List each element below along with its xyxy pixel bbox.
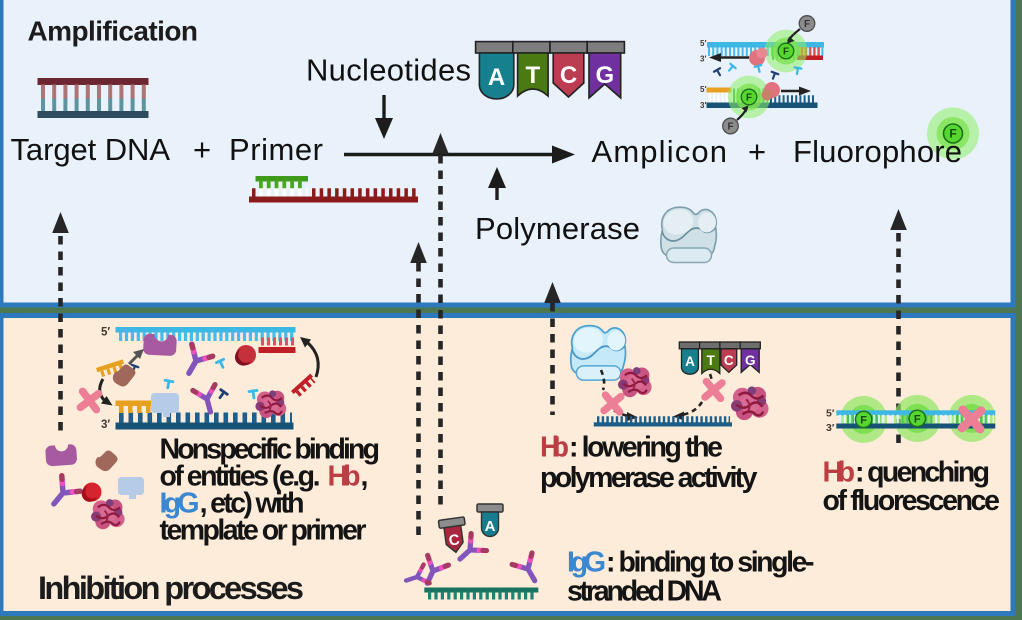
svg-text:Target DNA: Target DNA <box>11 132 171 167</box>
svg-text:+: + <box>193 132 211 167</box>
svg-text:Hb: Hb <box>328 461 361 493</box>
svg-text:3′: 3′ <box>826 422 835 434</box>
svg-text:Amplification: Amplification <box>28 16 199 47</box>
svg-text:A: A <box>685 354 695 369</box>
svg-text:: lowering the: : lowering the <box>569 432 723 464</box>
svg-text:T: T <box>707 353 716 368</box>
svg-text:: binding to single-: : binding to single- <box>606 547 815 579</box>
svg-text:C: C <box>560 62 577 89</box>
svg-text:5′: 5′ <box>826 408 835 420</box>
svg-text:3′: 3′ <box>700 101 706 110</box>
svg-text:stranded DNA: stranded DNA <box>567 576 722 608</box>
svg-text:Hb: Hb <box>540 432 569 464</box>
svg-text:C: C <box>724 353 734 368</box>
svg-text:of fluorescence: of fluorescence <box>823 485 1001 517</box>
svg-text:Polymerase: Polymerase <box>475 211 640 246</box>
svg-text:3′: 3′ <box>700 55 706 64</box>
svg-text:5′: 5′ <box>101 327 110 339</box>
svg-text:+: + <box>748 134 766 169</box>
svg-text:Nonspecific binding: Nonspecific binding <box>160 434 381 466</box>
svg-text:polymerase activity: polymerase activity <box>540 462 758 494</box>
svg-text:5′: 5′ <box>700 39 706 48</box>
svg-text:C: C <box>448 531 461 549</box>
svg-text:template or primer: template or primer <box>160 515 367 547</box>
svg-text:: quenching: : quenching <box>855 457 990 489</box>
svg-text:IgG: IgG <box>160 488 200 520</box>
svg-text:,: , <box>361 461 369 493</box>
svg-text:of entities (e.g.: of entities (e.g. <box>160 461 321 493</box>
svg-text:Primer: Primer <box>229 132 323 167</box>
svg-text:Inhibition processes: Inhibition processes <box>38 570 304 606</box>
svg-text:3′: 3′ <box>101 419 110 431</box>
svg-text:G: G <box>745 353 756 368</box>
svg-text:F: F <box>860 414 867 426</box>
svg-text:5′: 5′ <box>700 85 706 94</box>
svg-text:Hb: Hb <box>823 457 856 489</box>
svg-text:G: G <box>595 62 614 89</box>
svg-text:A: A <box>485 518 496 535</box>
svg-text:Nucleotides: Nucleotides <box>306 53 471 88</box>
svg-text:Fluorophore: Fluorophore <box>793 134 962 169</box>
svg-text:F: F <box>949 127 956 141</box>
svg-text:, etc) with: , etc) with <box>200 488 305 520</box>
svg-text:Amplicon: Amplicon <box>592 134 728 169</box>
svg-text:IgG: IgG <box>567 547 606 579</box>
svg-text:A: A <box>488 64 505 91</box>
svg-text:T: T <box>525 62 540 89</box>
svg-text:F: F <box>914 413 921 425</box>
